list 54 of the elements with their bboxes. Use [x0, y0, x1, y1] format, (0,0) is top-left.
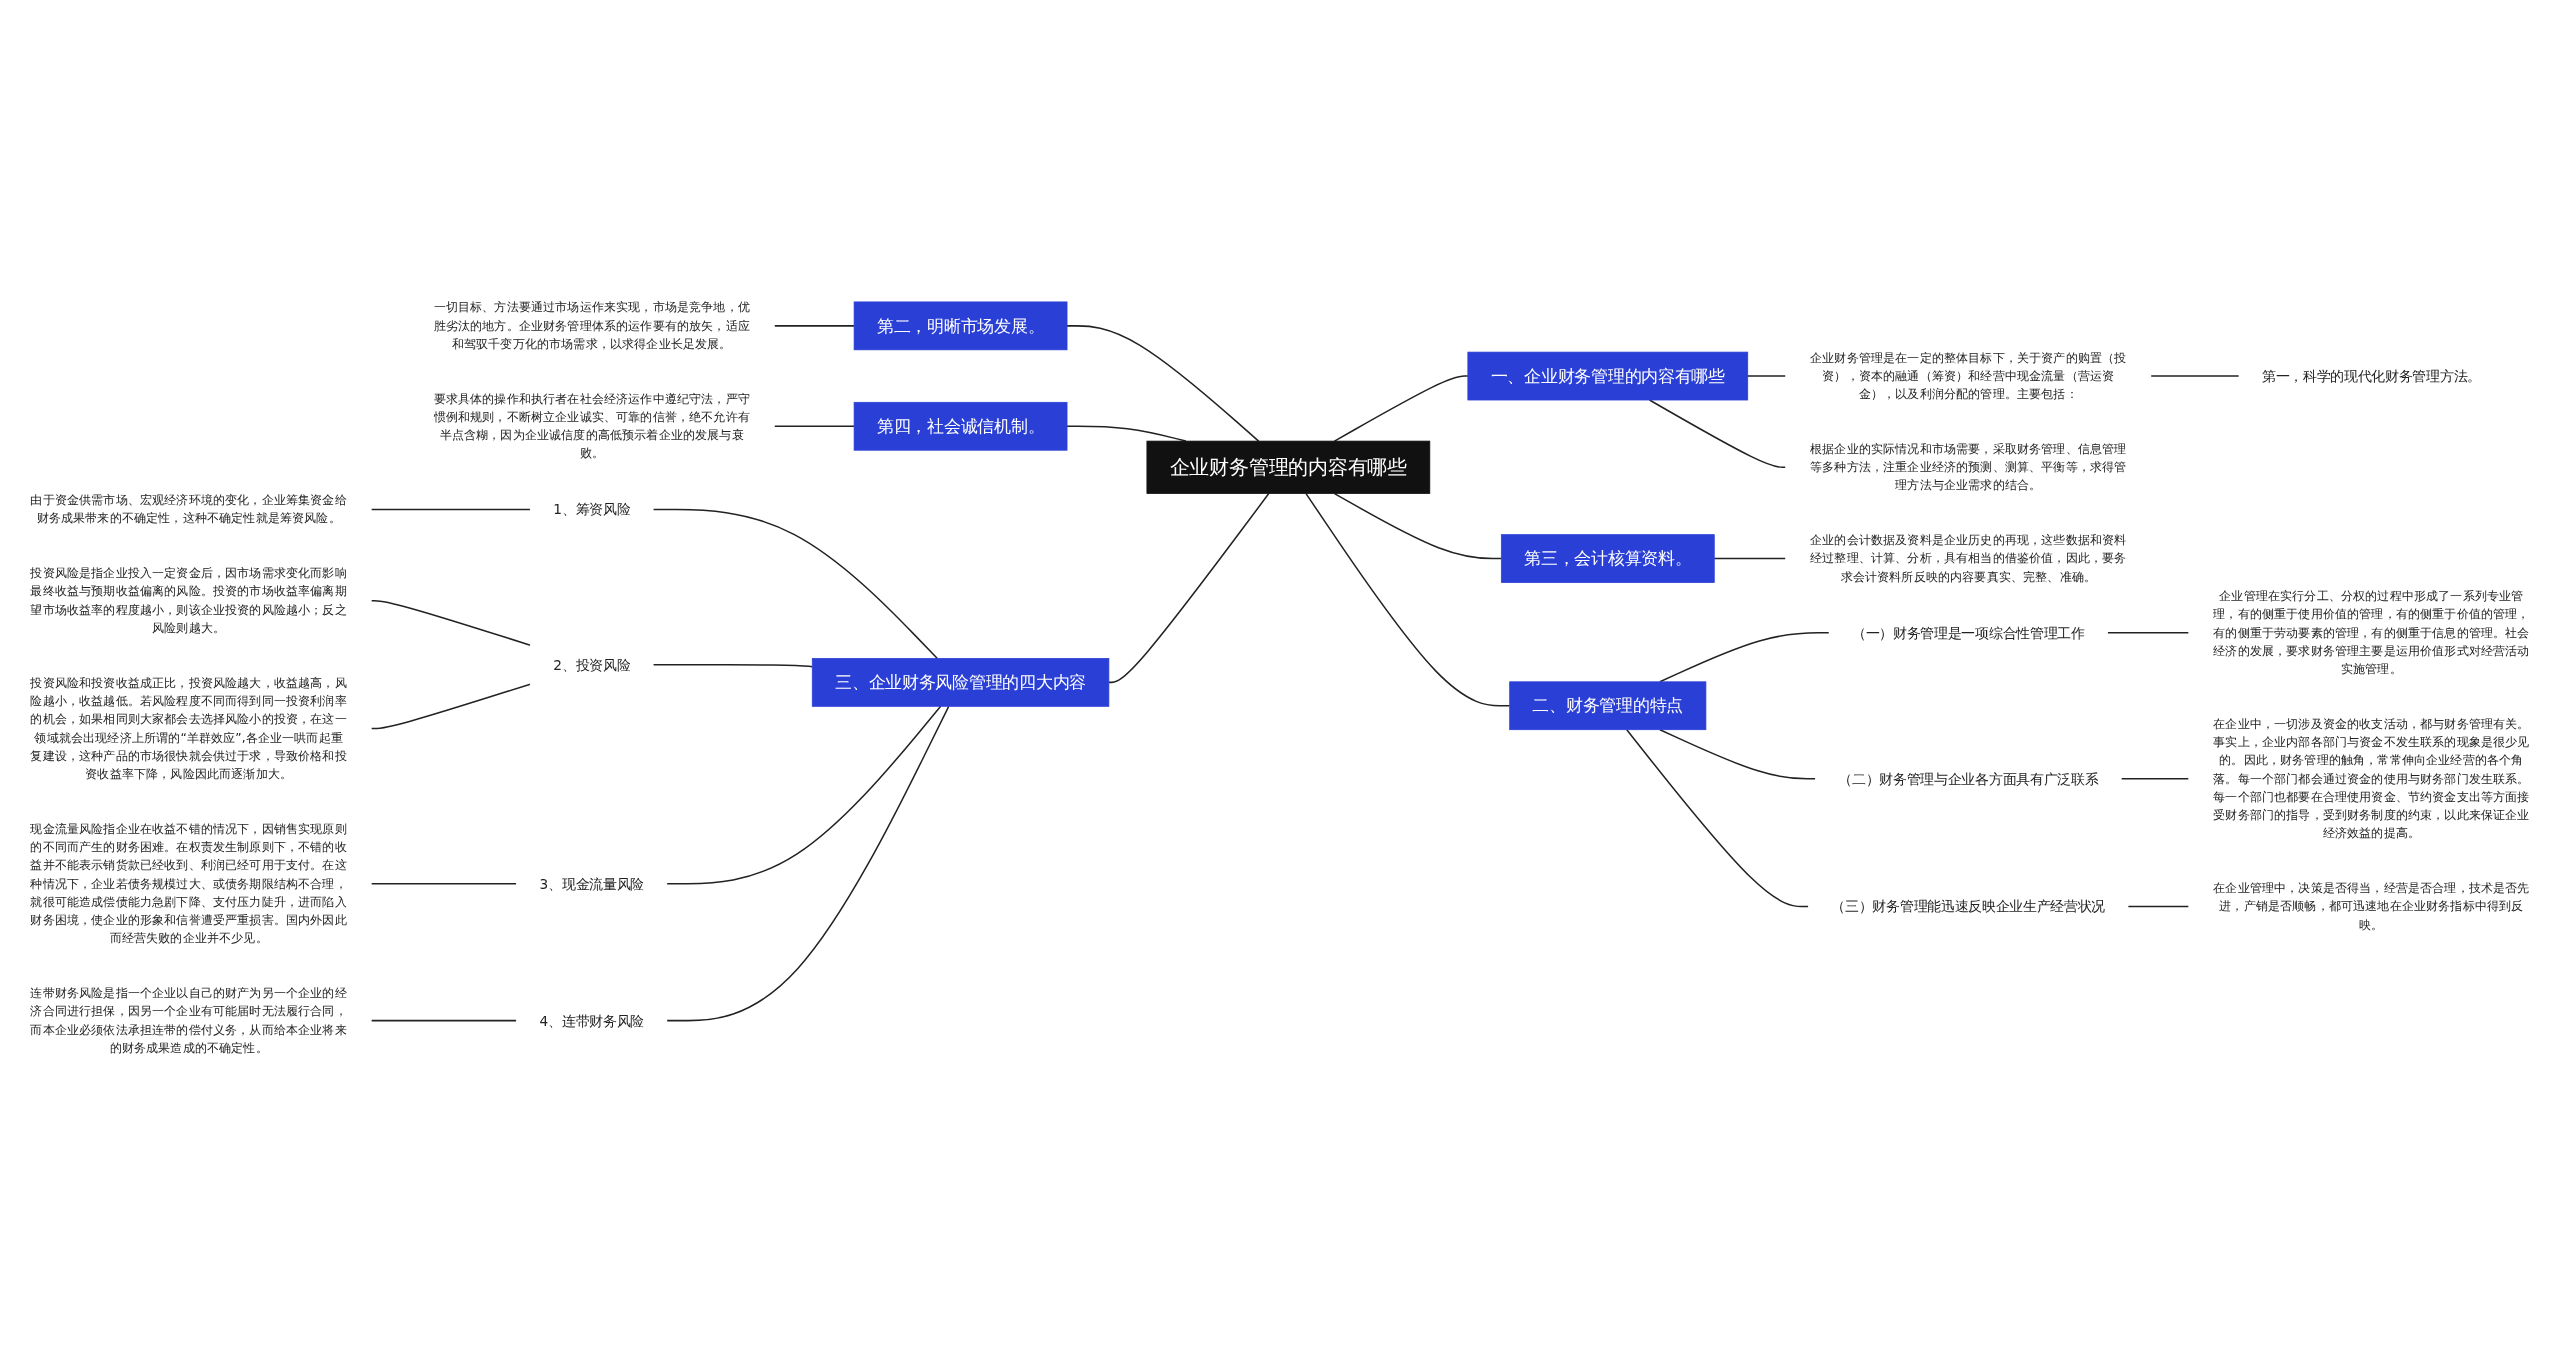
- connector: [1333, 375, 1469, 443]
- node-box: 一、企业财务管理的内容有哪些: [1467, 351, 1749, 401]
- connector: [1648, 399, 1787, 469]
- connector: [370, 683, 532, 730]
- node-text: 要求具体的操作和执行者在社会经济运作中遵纪守法，严守惯例和规则，不断树立企业诚实、可靠的信誉，绝不允许有半点含糊，因为企业诚信度的高低预示着企业的发展与衰败。: [433, 391, 750, 461]
- node-text: 连带财务风险是指一个企业以自己的财产为另一个企业的经济合同进行担保，因另一个企业有可能届时无法履行合同，而本企业必须依法承担连带的偿付义务，从而给本企业将来的财务成果造成的不确定性。: [30, 985, 347, 1056]
- connector: [666, 705, 950, 1022]
- connector: [2150, 375, 2240, 377]
- connector: [773, 325, 855, 327]
- node-text: 投资风险和投资收益成正比，投资风险越大，收益越高，风险越小，收益越低。若风险程度不同而得到同一投资利润率的机会，如果相同则大家都会去选择风险小的投资，在这一领域就会出现经济上所谓的“羊群效应”,各企业一哄而起重复建设，这种产品的市场很快就会供过于求，导致价格和投资收益率下降，风险因此而逐渐加大。: [30, 675, 347, 782]
- connector: [1305, 493, 1511, 707]
- connector: [1333, 493, 1503, 560]
- node-text: （三）财务管理能迅速反映企业生产经营状况: [1831, 898, 2106, 915]
- node-box: 企业财务管理的内容有哪些: [1146, 440, 1431, 495]
- connector: [1659, 729, 1817, 780]
- node-text: 1、筹资风险: [553, 501, 631, 518]
- connector: [370, 508, 532, 511]
- node-text: （二）财务管理与企业各方面具有广泛联系: [1838, 770, 2099, 787]
- node-box: 第二，明晰市场发展。: [853, 301, 1068, 351]
- connector: [652, 664, 814, 668]
- connector: [2120, 778, 2190, 780]
- connector: [370, 1020, 518, 1022]
- connector: [1066, 325, 1260, 443]
- connector: [2106, 632, 2190, 634]
- connector: [2127, 905, 2190, 908]
- node-text: 企业财务管理是在一定的整体目标下，关于资产的购置（投资），资本的融通（筹资）和经营中现金流量（营运资金），以及利润分配的管理。主要包括：: [1810, 350, 2127, 402]
- node-text: 在企业中，一切涉及资金的收支活动，都与财务管理有关。事实上，企业内部各部门与资金不发生联系的现象是很少见的。因此，财务管理的触角，常常伸向企业经营的各个角落。每一个部门都会通过资金的使用与财务部门发生联系。每一个部门也都要在合理使用资金、节约资金支出等方面接受财务部门的指导，受到财务制度的约束，以此来保证企业经济效益的提高。: [2213, 716, 2530, 841]
- node-text: 3、现金流量风险: [539, 875, 644, 892]
- node-text: 在企业管理中，决策是否得当，经营是否合理，技术是否先进，产销是否顺畅，都可迅速地在企业财务指标中得到反映。: [2213, 880, 2530, 932]
- node-text: 2、投资风险: [553, 656, 631, 673]
- node-text: 一切目标、方法要通过市场运作来实现，市场是竞争地，优胜劣汰的地方。企业财务管理体系的运作要有的放矢，适应和驾驭千变万化的市场需求，以求得企业长足发展。: [433, 300, 750, 352]
- node-text: 4、连带财务风险: [539, 1012, 644, 1029]
- node-text: 根据企业的实际情况和市场需要，采取财务管理、信息管理等多种方法，注重企业经济的预测、测算、平衡等，求得管理方法与企业需求的结合。: [1810, 441, 2127, 493]
- connector: [1713, 558, 1787, 560]
- connector: [1108, 493, 1270, 684]
- node-text: 由于资金供需市场、宏观经济环境的变化，企业筹集资金给财务成果带来的不确定性，这种不确定性就是筹资风险。: [30, 493, 347, 526]
- node-text: 企业的会计数据及资料是企业历史的再现，这些数据和资料经过整理、计算、分析，具有相当的借鉴价值，因此，要务求会计资料所反映的内容要真实、完整、准确。: [1810, 532, 2127, 584]
- connector: [666, 705, 942, 885]
- connector: [773, 425, 855, 428]
- connector: [1746, 375, 1787, 377]
- node-box: 第三，会计核算资料。: [1500, 534, 1715, 584]
- node-box: 三、企业财务风险管理的四大内容: [811, 658, 1110, 707]
- node-text: 投资风险是指企业投入一定资金后，因市场需求变化而影响最终收益与预期收益偏离的风险。投资的市场收益率偏离期望市场收益率的程度越小，则该企业投资的风险越小；反之风险则越大。: [30, 566, 347, 636]
- connector: [370, 883, 518, 885]
- connector: [652, 508, 939, 660]
- node-box: 二、财务管理的特点: [1509, 681, 1707, 731]
- connector: [370, 600, 532, 647]
- node-text: 现金流量风险指企业在收益不错的情况下，因销售实现原则的不同而产生的财务困难。在权责发生制原则下，不错的收益并不能表示销货款已经收到、利润已经可用于支付。在这种情况下，企业若债务规模过大、或债务期限结构不合理，就很可能造成偿债能力急剧下降、支付压力陡升，进而陷入财务困境，使企业的形象和信誉遭受严重损害。国内外因此而经营失败的企业并不少见。: [30, 821, 347, 946]
- connector: [1659, 632, 1830, 683]
- node-text: （一）财务管理是一项综合性管理工作: [1851, 624, 2085, 641]
- node-text: 第一，科学的现代化财务管理方法。: [2261, 368, 2481, 385]
- node-text: 企业管理在实行分工、分权的过程中形成了一系列专业管理，有的侧重于使用价值的管理，有的侧重于价值的管理，有的侧重于劳动要素的管理，有的侧重于信息的管理。社会经济的发展，要求财务管理主要是运用价值形式对经营活动实施管理。: [2213, 588, 2530, 677]
- connector: [1626, 729, 1810, 908]
- node-box: 第四，社会诚信机制。: [853, 402, 1068, 451]
